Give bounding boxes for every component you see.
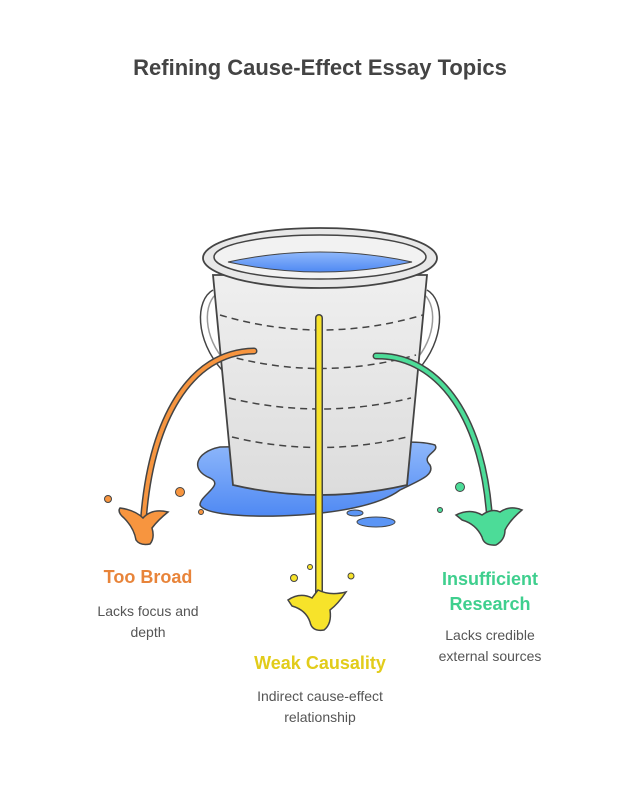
bucket bbox=[202, 227, 438, 496]
green-leak-stream bbox=[372, 352, 524, 546]
weak-causality-description: Indirect cause-effect relationship bbox=[257, 688, 383, 725]
yellow-leak-stream bbox=[286, 314, 355, 632]
too-broad-description: Lacks focus and depth bbox=[97, 603, 199, 640]
too-broad-label: Too Broad bbox=[103, 567, 193, 587]
orange-leak-stream bbox=[104, 347, 258, 546]
weak-causality-label: Weak Causality bbox=[254, 653, 386, 673]
insufficient-research-description: Lacks credible external sources bbox=[438, 627, 542, 664]
page-title: Refining Cause-Effect Essay Topics bbox=[133, 55, 507, 80]
insufficient-research-label: Insufficient Research bbox=[441, 569, 538, 614]
